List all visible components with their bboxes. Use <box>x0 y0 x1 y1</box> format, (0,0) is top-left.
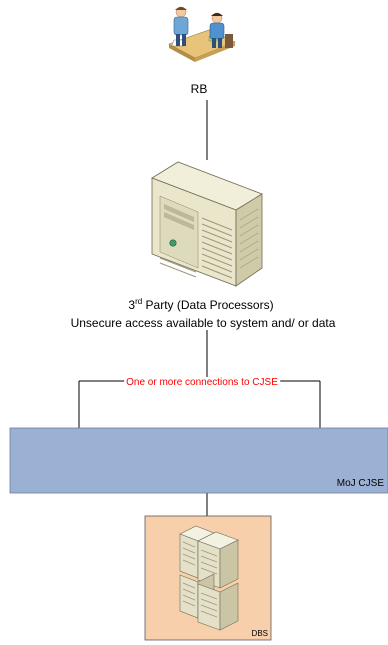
third-party-label-number: 3 <box>128 298 135 312</box>
server-tower-icon <box>151 161 263 287</box>
moj-cjse-band <box>9 427 388 494</box>
dbs-label: DBS <box>252 629 268 638</box>
moj-cjse-label: MoJ CJSE <box>337 478 385 489</box>
rb-label: RB <box>191 82 208 96</box>
third-party-label-superscript: rd <box>135 297 142 306</box>
cjse-connections-label: One or more connections to CJSE <box>126 377 278 388</box>
people-at-desk-icon <box>168 6 236 62</box>
third-party-label-rest: Party (Data Processors) <box>142 298 273 312</box>
third-party-sublabel: Unsecure access available to system and/… <box>71 316 336 330</box>
cjse-connections-label-background <box>124 377 281 388</box>
third-party-label: 3rd Party (Data Processors) <box>128 297 273 312</box>
server-cluster-icon <box>179 525 239 631</box>
